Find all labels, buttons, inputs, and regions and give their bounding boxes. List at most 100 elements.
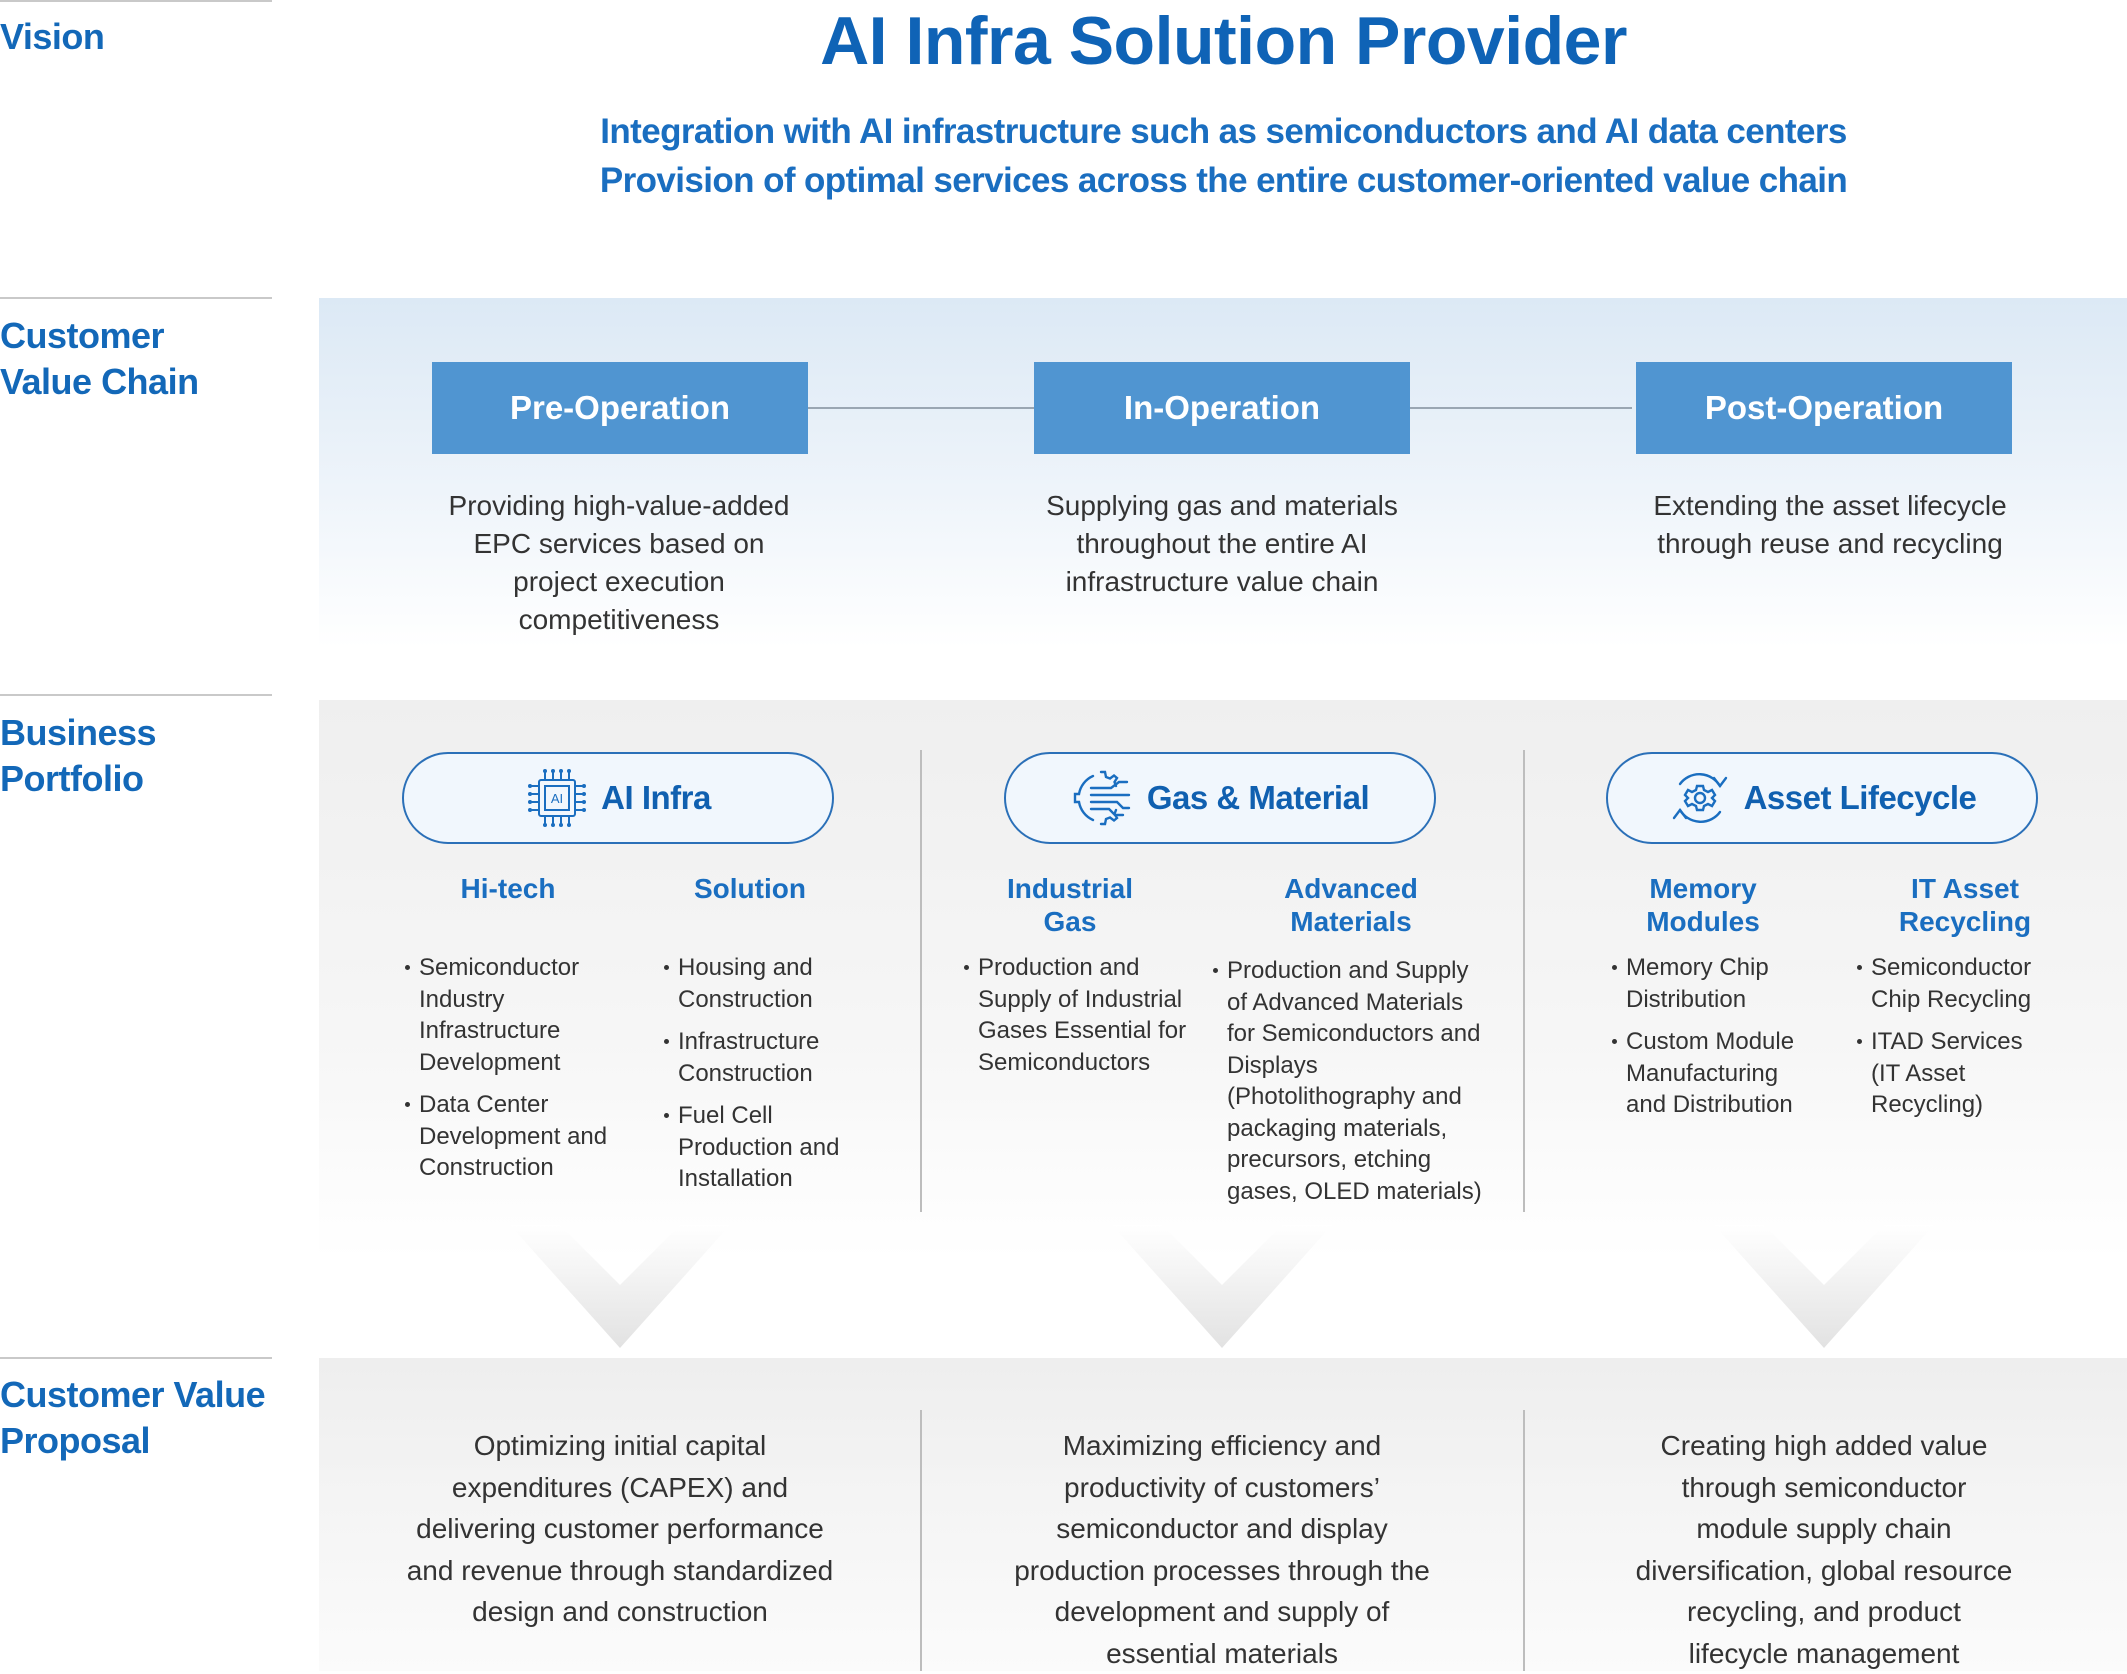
stage-connector-1: [808, 407, 1034, 409]
item-line: Gases Essential for: [978, 1015, 1202, 1047]
desc-line: competitiveness: [409, 601, 829, 639]
proposal-line: production processes through the: [1002, 1550, 1442, 1592]
item-line: Construction: [678, 984, 892, 1016]
subheading-memory-modules: Memory Modules: [1593, 872, 1813, 938]
heading-line: Memory: [1593, 872, 1813, 905]
desc-line: EPC services based on: [409, 525, 829, 563]
item-line: precursors, etching: [1227, 1144, 1511, 1176]
list-item: Semiconductor Chip Recycling: [1855, 952, 2095, 1015]
stage-in-operation: In-Operation: [1034, 362, 1410, 454]
vision-label: Vision: [0, 16, 104, 57]
chain-divider: [0, 297, 272, 299]
item-line: Production and Supply: [1227, 955, 1511, 987]
proposal-line: lifecycle management: [1604, 1633, 2044, 1674]
proposal-line: Creating high added value: [1604, 1425, 2044, 1467]
pill-label-asset-lifecycle: Asset Lifecycle: [1744, 779, 1977, 817]
chevron-down-icon: [510, 1225, 730, 1350]
pill-label-gas-material: Gas & Material: [1147, 779, 1369, 817]
item-line: packaging materials,: [1227, 1113, 1511, 1145]
stage-post-operation: Post-Operation: [1636, 362, 2012, 454]
list-item: Fuel Cell Production and Installation: [662, 1100, 892, 1195]
item-line: Industry: [419, 984, 643, 1016]
proposal-line: diversification, global resource: [1604, 1550, 2044, 1592]
item-line: ITAD Services: [1871, 1026, 2095, 1058]
list-item: Production and Supply of Advanced Materi…: [1211, 955, 1511, 1207]
item-line: Recycling): [1871, 1089, 2095, 1121]
stage-desc-in: Supplying gas and materials throughout t…: [1012, 487, 1432, 601]
subheading-advanced-materials: Advanced Materials: [1241, 872, 1461, 938]
proposal-line: module supply chain: [1604, 1508, 2044, 1550]
heading-line: Materials: [1241, 905, 1461, 938]
item-line: (IT Asset: [1871, 1058, 2095, 1090]
desc-line: throughout the entire AI: [1012, 525, 1432, 563]
item-line: Development: [419, 1047, 643, 1079]
list-item: Data Center Development and Construction: [403, 1089, 643, 1184]
proposal-line: Optimizing initial capital: [400, 1425, 840, 1467]
proposal-line: design and construction: [400, 1591, 840, 1633]
proposal-line: essential materials: [1002, 1633, 1442, 1674]
list-item: Memory Chip Distribution: [1610, 952, 1850, 1015]
list-hi-tech: Semiconductor Industry Infrastructure De…: [403, 952, 643, 1195]
chevron-down-icon: [1112, 1225, 1332, 1350]
ai-chip-icon: AI: [525, 766, 589, 830]
desc-line: Providing high-value-added: [409, 487, 829, 525]
portfolio-pill-gas-material: Gas & Material: [1004, 752, 1436, 844]
desc-line: through reuse and recycling: [1620, 525, 2040, 563]
vision-title: AI Infra Solution Provider: [320, 2, 2127, 80]
gas-material-icon: [1071, 766, 1135, 830]
item-line: (Photolithography and: [1227, 1081, 1511, 1113]
list-item: Production and Supply of Industrial Gase…: [962, 952, 1202, 1078]
list-item: Semiconductor Industry Infrastructure De…: [403, 952, 643, 1078]
section-label-value-chain: Customer Value Chain: [0, 313, 290, 405]
subheading-hi-tech: Hi-tech: [398, 872, 618, 905]
portfolio-divider: [0, 694, 272, 696]
subheading-solution: Solution: [640, 872, 860, 905]
item-line: Installation: [678, 1163, 892, 1195]
chain-label-line-1: Customer: [0, 313, 290, 359]
item-line: Construction: [678, 1058, 892, 1090]
recycle-gear-icon: [1668, 766, 1732, 830]
item-line: Housing and: [678, 952, 892, 984]
proposal-line: expenditures (CAPEX) and: [400, 1467, 840, 1509]
chevron-down-icon: [1714, 1225, 1934, 1350]
heading-line: Solution: [640, 872, 860, 905]
subheading-industrial-gas: Industrial Gas: [960, 872, 1180, 938]
stage-desc-post: Extending the asset lifecycle through re…: [1620, 487, 2040, 563]
portfolio-label-line-1: Business: [0, 710, 290, 756]
portfolio-column-divider-1: [920, 750, 922, 1212]
cvp-label-line-1: Customer Value: [0, 1372, 290, 1418]
subheading-it-asset-recycling: IT Asset Recycling: [1855, 872, 2075, 938]
list-industrial-gas: Production and Supply of Industrial Gase…: [962, 952, 1202, 1089]
value-proposal-ai-infra: Optimizing initial capital expenditures …: [400, 1425, 840, 1633]
item-line: Construction: [419, 1152, 643, 1184]
portfolio-label-line-2: Portfolio: [0, 756, 290, 802]
desc-line: Supplying gas and materials: [1012, 487, 1432, 525]
proposal-line: semiconductor and display: [1002, 1508, 1442, 1550]
proposal-line: recycling, and product: [1604, 1591, 2044, 1633]
chain-label-line-2: Value Chain: [0, 359, 290, 405]
section-label-value-proposal: Customer Value Proposal: [0, 1372, 290, 1464]
heading-line: IT Asset: [1855, 872, 2075, 905]
cvp-divider: [0, 1357, 272, 1359]
item-line: of Advanced Materials: [1227, 987, 1511, 1019]
proposal-line: through semiconductor: [1604, 1467, 2044, 1509]
section-label-vision: Vision: [0, 14, 290, 60]
heading-line: Hi-tech: [398, 872, 618, 905]
portfolio-pill-asset-lifecycle: Asset Lifecycle: [1606, 752, 2038, 844]
item-line: Fuel Cell: [678, 1100, 892, 1132]
heading-line: Recycling: [1855, 905, 2075, 938]
proposal-column-divider-2: [1523, 1410, 1525, 1671]
vision-subtitle-1: Integration with AI infrastructure such …: [320, 108, 2127, 156]
stage-desc-pre: Providing high-value-added EPC services …: [409, 487, 829, 639]
item-line: gases, OLED materials): [1227, 1176, 1511, 1208]
value-proposal-gas-material: Maximizing efficiency and productivity o…: [1002, 1425, 1442, 1674]
desc-line: infrastructure value chain: [1012, 563, 1432, 601]
item-line: Semiconductors: [978, 1047, 1202, 1079]
item-line: and Distribution: [1626, 1089, 1850, 1121]
vision-divider: [0, 0, 272, 2]
portfolio-pill-ai-infra: AI AI Infra: [402, 752, 834, 844]
proposal-line: productivity of customers’: [1002, 1467, 1442, 1509]
pill-label-ai-infra: AI Infra: [601, 779, 711, 817]
portfolio-column-divider-2: [1523, 750, 1525, 1212]
item-line: Memory Chip: [1626, 952, 1850, 984]
